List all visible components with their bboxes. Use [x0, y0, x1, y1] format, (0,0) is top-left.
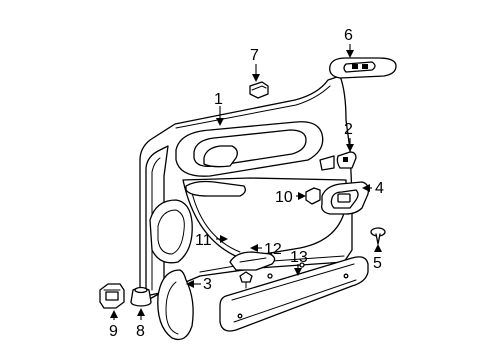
door-trim-panel	[139, 75, 353, 301]
arrow-3	[186, 280, 194, 288]
part-4-switch-bezel	[321, 181, 370, 215]
callout-11: 11	[195, 232, 212, 249]
arrow-10	[298, 192, 306, 200]
arrow-1	[216, 118, 224, 126]
part-13-kick-panel	[219, 256, 369, 332]
arrow-2	[346, 144, 354, 152]
arrow-9	[110, 310, 118, 318]
part-10-switch-knob	[305, 187, 321, 205]
part-8-grommet	[130, 286, 152, 307]
part-3-speaker-grille	[157, 269, 194, 341]
arrow-7	[252, 74, 260, 82]
part-6-switch-panel	[329, 57, 397, 79]
callout-9: 9	[109, 323, 118, 340]
callout-5: 5	[373, 255, 382, 272]
arrow-11	[220, 235, 228, 243]
part-2-trim-clip	[336, 151, 357, 169]
callout-3: 3	[203, 276, 212, 293]
part-9-clip-block	[99, 283, 125, 309]
part-7-retainer	[249, 81, 269, 99]
arrow-12	[250, 244, 258, 252]
callout-6: 6	[344, 27, 353, 44]
part-11-pull-bracket	[229, 251, 276, 271]
part-12-screw	[239, 271, 253, 289]
callout-10: 10	[275, 189, 293, 206]
arrow-13	[294, 268, 302, 276]
callout-2: 2	[344, 121, 353, 138]
callout-7: 7	[250, 47, 259, 64]
arrow-6	[346, 50, 354, 58]
arrow-5	[374, 244, 382, 252]
callout-12: 12	[264, 241, 282, 258]
callout-labels: 1 2 3 4 5 6 7 8 9 10 11 12 13	[109, 27, 384, 340]
callout-8: 8	[136, 323, 145, 340]
arrow-4	[362, 184, 370, 192]
callout-1: 1	[214, 91, 223, 108]
leader-lines	[110, 44, 382, 320]
callout-4: 4	[375, 180, 384, 197]
arrow-8	[137, 308, 145, 316]
part-5-push-pin	[370, 227, 386, 245]
callout-13: 13	[290, 249, 308, 266]
